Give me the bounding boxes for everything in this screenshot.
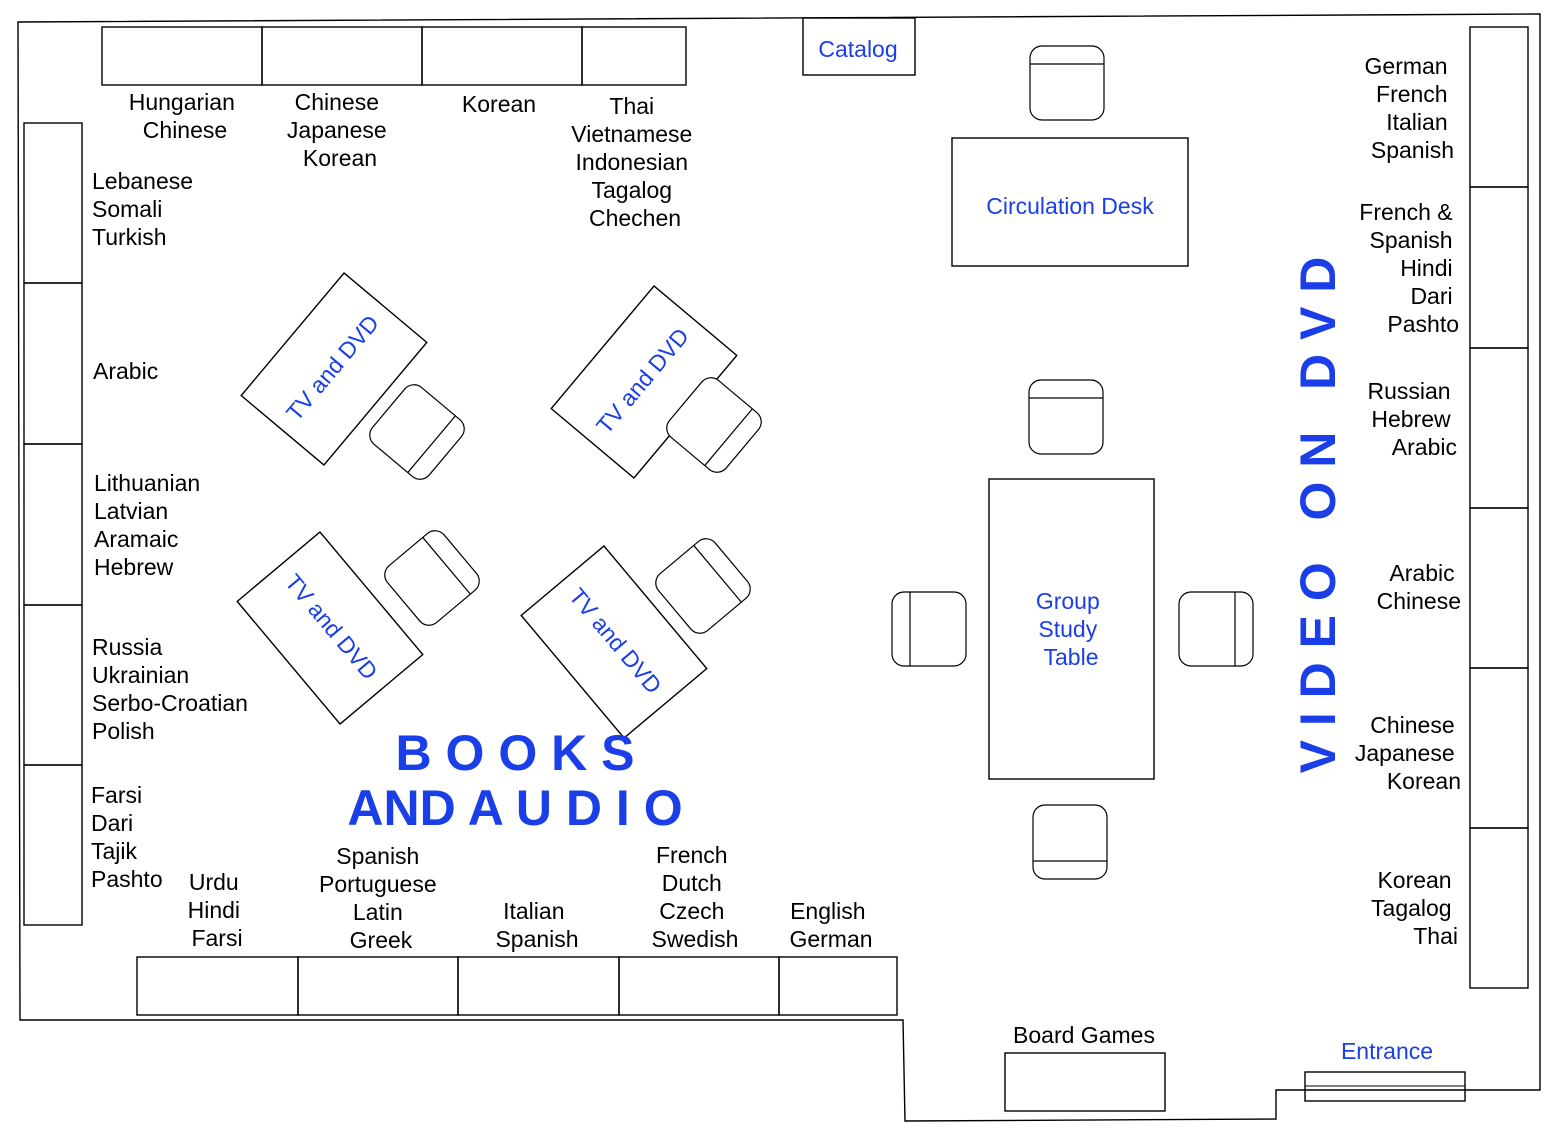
bottom-shelf-label-4: French Dutch Czech Swedish [652, 842, 739, 952]
chair-tv-3 [384, 530, 480, 626]
right-shelf-label-3: Russian Hebrew Arabic [1368, 378, 1458, 460]
right-shelf-label-1: German French Italian Spanish [1365, 53, 1454, 163]
board-games-shelf [1004, 1052, 1166, 1112]
shelf-bottom-4 [618, 956, 780, 1016]
top-shelf-label-1: Hungarian Chinese [129, 89, 242, 143]
left-shelves [23, 122, 83, 926]
chair-study-left [891, 591, 967, 667]
chair-study-top [1028, 379, 1104, 455]
chair-tv-1 [369, 384, 465, 480]
chair-circulation [1029, 45, 1105, 121]
left-shelf-label-4: Russia Ukrainian Serbo-Croatian Polish [92, 634, 254, 744]
shelf-left-1 [23, 122, 83, 284]
bottom-shelf-label-5: English German [789, 898, 872, 952]
bottom-shelves [136, 956, 898, 1016]
shelf-top-3 [421, 26, 583, 86]
group-study-table [988, 478, 1155, 780]
group-study-table-label: Group Study Table [1036, 588, 1106, 670]
circulation-desk-label: Circulation Desk [986, 193, 1154, 219]
tv-station-3-label: TV and DVD [280, 569, 383, 685]
top-shelf-label-2: Chinese Japanese Korean [287, 89, 393, 171]
shelf-right-6 [1469, 827, 1529, 989]
shelf-top-1 [101, 26, 263, 86]
right-shelf-label-4: Arabic Chinese [1377, 560, 1461, 614]
right-shelf-label-6: Korean Tagalog Thai [1371, 867, 1458, 949]
entrance-label: Entrance [1341, 1038, 1433, 1064]
right-shelves [1469, 26, 1529, 989]
tv-station-4-label: TV and DVD [564, 583, 667, 699]
circulation-desk [951, 137, 1189, 267]
board-games-label: Board Games [1013, 1022, 1155, 1048]
catalog-label: Catalog [818, 36, 897, 62]
catalog-station [802, 17, 916, 76]
shelf-right-2 [1469, 186, 1529, 349]
shelf-right-3 [1469, 347, 1529, 509]
tv-station-3: TV and DVD [236, 530, 480, 725]
shelf-left-5 [23, 764, 83, 926]
shelf-bottom-3 [457, 956, 620, 1016]
books-and-audio-title-line1: B O O K S [396, 725, 635, 781]
shelf-right-4 [1469, 507, 1529, 669]
shelf-top-4 [581, 26, 687, 86]
right-shelf-label-2: French & Spanish Hindi Dari Pashto [1359, 199, 1459, 337]
right-shelf-label-5: Chinese Japanese Korean [1355, 712, 1461, 794]
shelf-left-2 [23, 282, 83, 445]
video-on-dvd-title: V I D E O O N D V D [1290, 257, 1346, 774]
shelf-left-3 [23, 443, 83, 606]
shelf-bottom-2 [297, 956, 459, 1016]
outer-wall [17, 13, 1541, 1122]
bottom-shelf-label-2: Spanish Portuguese Latin Greek [319, 843, 443, 953]
left-shelf-label-2: Arabic [93, 358, 158, 384]
left-shelf-label-5: Farsi Dari Tajik Pashto [91, 782, 163, 892]
bottom-shelf-label-3: Italian Spanish [495, 898, 578, 952]
shelf-bottom-5 [778, 956, 898, 1016]
chair-tv-4 [655, 538, 751, 634]
tv-station-1: TV and DVD [240, 272, 465, 480]
tv-station-1-label: TV and DVD [281, 310, 384, 426]
shelf-left-4 [23, 604, 83, 766]
top-shelf-label-4: Thai Vietnamese Indonesian Tagalog Chech… [571, 93, 698, 231]
left-shelf-label-3: Lithuanian Latvian Aramaic Hebrew [94, 470, 207, 580]
chair-study-bottom [1032, 804, 1108, 880]
bottom-shelf-label-1: Urdu Hindi Farsi [188, 869, 247, 951]
top-shelf-label-3: Korean [462, 91, 536, 117]
chair-tv-2 [666, 377, 762, 473]
shelf-bottom-1 [136, 956, 299, 1016]
books-and-audio-title-line2: AND A U D I O [347, 780, 682, 836]
chair-study-right [1178, 591, 1254, 667]
top-shelves [101, 26, 687, 86]
shelf-right-1 [1469, 26, 1529, 188]
shelf-right-5 [1469, 667, 1529, 829]
tv-station-4: TV and DVD [520, 538, 751, 739]
left-shelf-label-1: Lebanese Somali Turkish [92, 168, 199, 250]
tv-station-2: TV and DVD [550, 285, 762, 479]
shelf-top-2 [261, 26, 423, 86]
